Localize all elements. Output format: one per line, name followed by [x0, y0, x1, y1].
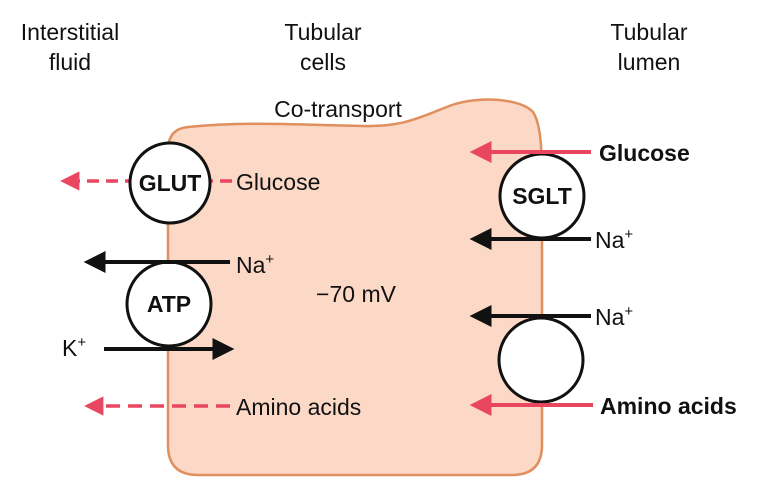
basolateral-amino-acids-label: Amino acids	[236, 394, 361, 420]
sglt-na-label: Na+	[595, 226, 633, 253]
glut-glucose-label: Glucose	[236, 169, 320, 195]
cell-title-co-transport: Co-transport	[274, 96, 402, 122]
atp-na-label: Na+	[236, 251, 274, 278]
header-tubular-lumen-line1: Tubular	[610, 19, 687, 45]
header-tubular-cells-line2: cells	[300, 49, 346, 75]
luminal-glucose-label: Glucose	[599, 140, 690, 166]
luminal-amino-acids-label: Amino acids	[600, 393, 737, 419]
glut-transporter	[128, 141, 212, 225]
amino-acid-carrier	[497, 316, 585, 404]
atp-k-label: K+	[62, 334, 86, 361]
atp-label: ATP	[147, 291, 191, 317]
header-interstitial-fluid-line2: fluid	[49, 49, 91, 75]
amino-carrier-na-label: Na+	[595, 303, 633, 330]
tubular-cell	[166, 98, 544, 477]
membrane-potential: −70 mV	[316, 281, 397, 307]
sglt-label: SGLT	[512, 183, 572, 209]
header-interstitial-fluid-line1: Interstitial	[21, 19, 119, 45]
glut-label: GLUT	[139, 170, 202, 196]
header-tubular-cells-line1: Tubular	[284, 19, 361, 45]
header-tubular-lumen-line2: lumen	[618, 49, 681, 75]
